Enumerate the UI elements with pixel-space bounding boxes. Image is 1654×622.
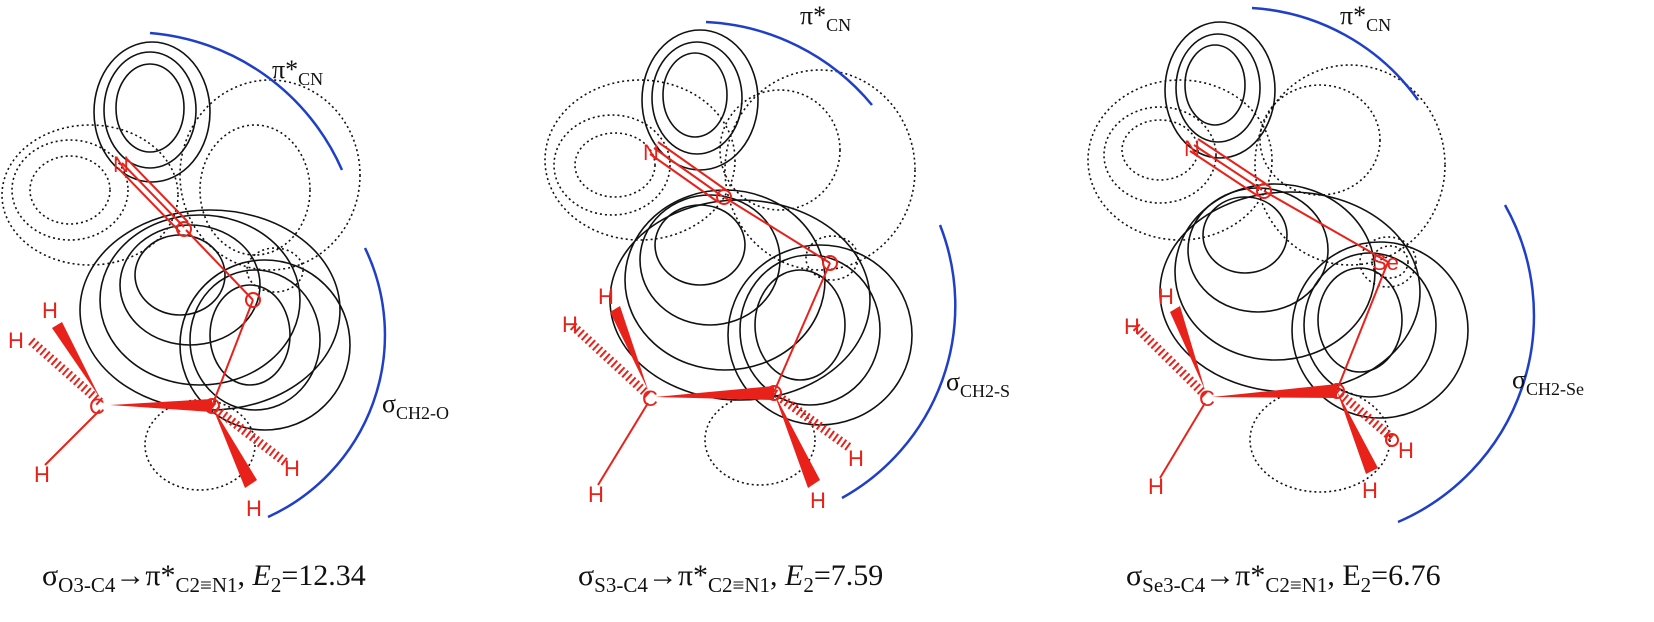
- atom-h: H: [8, 328, 24, 353]
- contour-plot: [1, 41, 361, 491]
- atom-h: H: [810, 488, 826, 513]
- atom-c: C: [642, 386, 658, 411]
- molecule-bonds: [27, 157, 288, 488]
- pi-star-arc: [149, 31, 344, 171]
- atom-h: H: [1158, 284, 1174, 309]
- panel-sulfur: N C H H H H H π*CN σCH2-S σS3-C4→π*C2≡N1…: [544, 1, 1010, 597]
- atom-h: H: [1148, 474, 1164, 499]
- wedge-bond: [110, 399, 212, 412]
- atom-n: N: [113, 152, 129, 177]
- atom-n: N: [643, 140, 659, 165]
- pi-star-arc: [1251, 6, 1420, 101]
- molecule-bonds: [1131, 138, 1399, 479]
- pi-star-arc: [705, 20, 873, 106]
- atom-h: H: [598, 284, 614, 309]
- atom-c: C: [1199, 386, 1215, 411]
- atom-h: H: [34, 462, 50, 487]
- atom-h: H: [848, 446, 864, 471]
- atom-n: N: [1184, 136, 1200, 161]
- molecule-bonds: [569, 141, 853, 488]
- caption: σSe3-C4→π*C2≡N1, E2=6.76: [1126, 559, 1441, 597]
- atom-h: H: [588, 482, 604, 507]
- pi-star-label: π*CN: [1340, 1, 1391, 35]
- wedge-bond: [52, 322, 100, 398]
- contour-plot: [1087, 21, 1469, 493]
- contour-plot: [544, 29, 916, 486]
- sigma-label: σCH2-Se: [1512, 365, 1584, 399]
- atom-h: H: [284, 456, 300, 481]
- atom-h: H: [562, 312, 578, 337]
- caption: σO3-C4→π*C2≡N1, E2=12.34: [42, 559, 366, 597]
- atom-h: H: [246, 496, 262, 521]
- sigma-arc: [1397, 204, 1536, 524]
- atom-h: H: [1124, 314, 1140, 339]
- pi-star-label: π*CN: [272, 55, 323, 89]
- atom-h: H: [1362, 478, 1378, 503]
- atom-h: H: [42, 298, 58, 323]
- sigma-label: σCH2-S: [946, 367, 1010, 401]
- sigma-label: σCH2-O: [382, 389, 449, 423]
- atom-h: H: [1398, 438, 1414, 463]
- pi-star-label: π*CN: [800, 1, 851, 35]
- caption: σS3-C4→π*C2≡N1, E2=7.59: [578, 559, 883, 597]
- panel-oxygen: N C H H H H H π*CN σCH2-O σO3-C4→π*C2≡N1…: [1, 31, 449, 597]
- atom-se: Se: [1372, 250, 1399, 275]
- sigma-arc: [267, 247, 387, 519]
- panel-selenium: N Se C H H H H H π*CN σCH2-Se σSe3-C4→π*…: [1087, 1, 1584, 597]
- sigma-arc: [841, 224, 957, 500]
- atom-c: C: [89, 394, 105, 419]
